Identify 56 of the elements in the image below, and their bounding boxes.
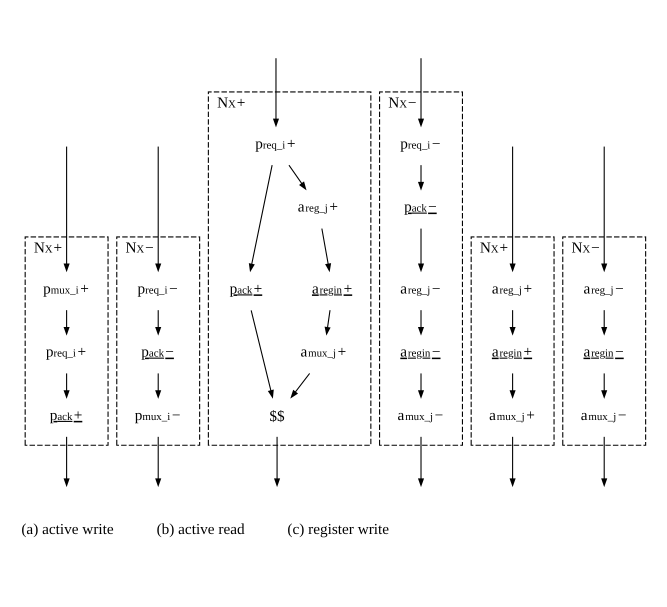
node-text: aregin+ xyxy=(312,280,352,298)
arrow xyxy=(510,310,516,336)
arrow xyxy=(510,373,516,399)
node-text: areg_j+ xyxy=(492,280,532,298)
node-text: pack− xyxy=(404,198,437,216)
node-text: aregin+ xyxy=(492,344,532,361)
node-text: pack− xyxy=(141,344,174,361)
node-text: preq_i+ xyxy=(255,135,296,152)
node-text: preq_i− xyxy=(137,280,178,298)
node-text: aregin− xyxy=(583,344,624,361)
arrow xyxy=(601,310,608,336)
arrow xyxy=(272,58,280,128)
arrow xyxy=(418,165,424,191)
arrow xyxy=(274,436,280,488)
arrow xyxy=(155,436,162,488)
arrow xyxy=(64,146,70,272)
arrow xyxy=(418,436,424,488)
node-text: areg_j− xyxy=(400,280,441,298)
node-text: pmux_i− xyxy=(134,406,180,424)
arrow xyxy=(418,58,424,128)
arrow xyxy=(418,310,424,336)
node-text: amux_j− xyxy=(580,406,626,424)
arrow xyxy=(64,373,70,399)
arrow xyxy=(418,228,424,272)
arrow xyxy=(321,228,332,272)
arrow xyxy=(64,436,70,488)
arrow xyxy=(290,373,310,399)
arrow xyxy=(155,146,162,272)
node-text: areg_j+ xyxy=(298,198,338,216)
node-text: pack+ xyxy=(50,406,82,424)
arrow xyxy=(248,165,273,272)
label: (b) active read xyxy=(156,521,245,538)
node-text: amux_j+ xyxy=(300,344,346,361)
node-text: pmux_i+ xyxy=(43,280,89,298)
node-text: $$ xyxy=(269,408,285,425)
node-text: aregin− xyxy=(400,344,441,361)
arrow xyxy=(64,310,70,336)
label: (a) active write xyxy=(21,521,114,538)
node-text: pack+ xyxy=(230,280,262,298)
label: (c) register write xyxy=(287,521,390,538)
arrow xyxy=(601,436,608,488)
node-text: preq_i+ xyxy=(46,344,86,361)
node-text: amux_j+ xyxy=(489,406,535,424)
arrow xyxy=(155,373,162,399)
arrow xyxy=(510,436,516,488)
arrow xyxy=(418,373,424,399)
arrow xyxy=(510,146,516,272)
node-text: areg_j− xyxy=(583,280,624,298)
arrow xyxy=(601,146,608,272)
node-text: amux_j− xyxy=(398,406,444,424)
arrow xyxy=(601,373,608,399)
arrow xyxy=(288,164,307,190)
node-text: preq_i− xyxy=(400,135,441,152)
arrow xyxy=(324,310,331,336)
arrow xyxy=(155,310,162,336)
arrow xyxy=(250,310,274,399)
